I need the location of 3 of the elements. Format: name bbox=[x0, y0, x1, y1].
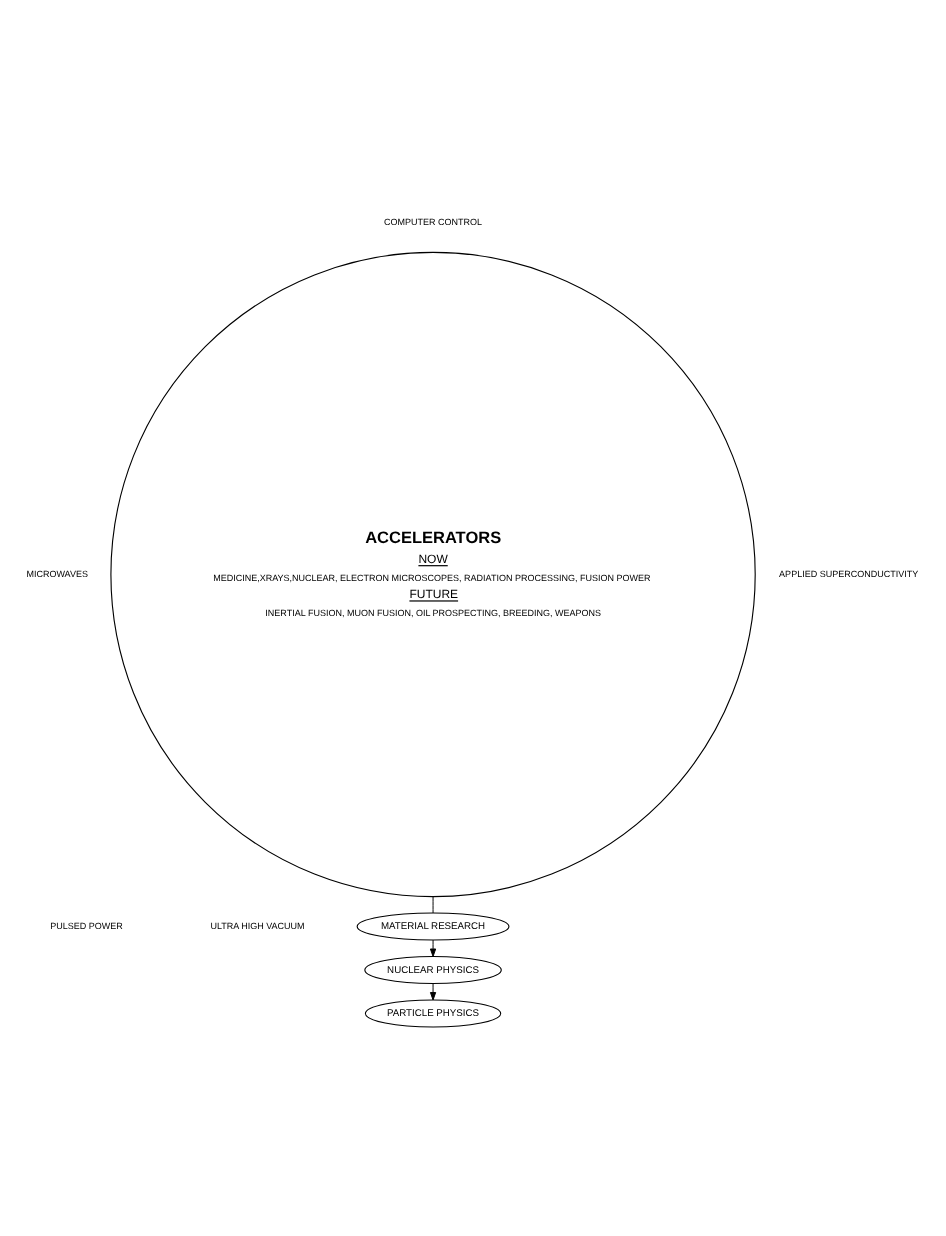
arrow bbox=[429, 939, 437, 957]
arrow bbox=[429, 983, 437, 1001]
connector bbox=[432, 896, 434, 914]
